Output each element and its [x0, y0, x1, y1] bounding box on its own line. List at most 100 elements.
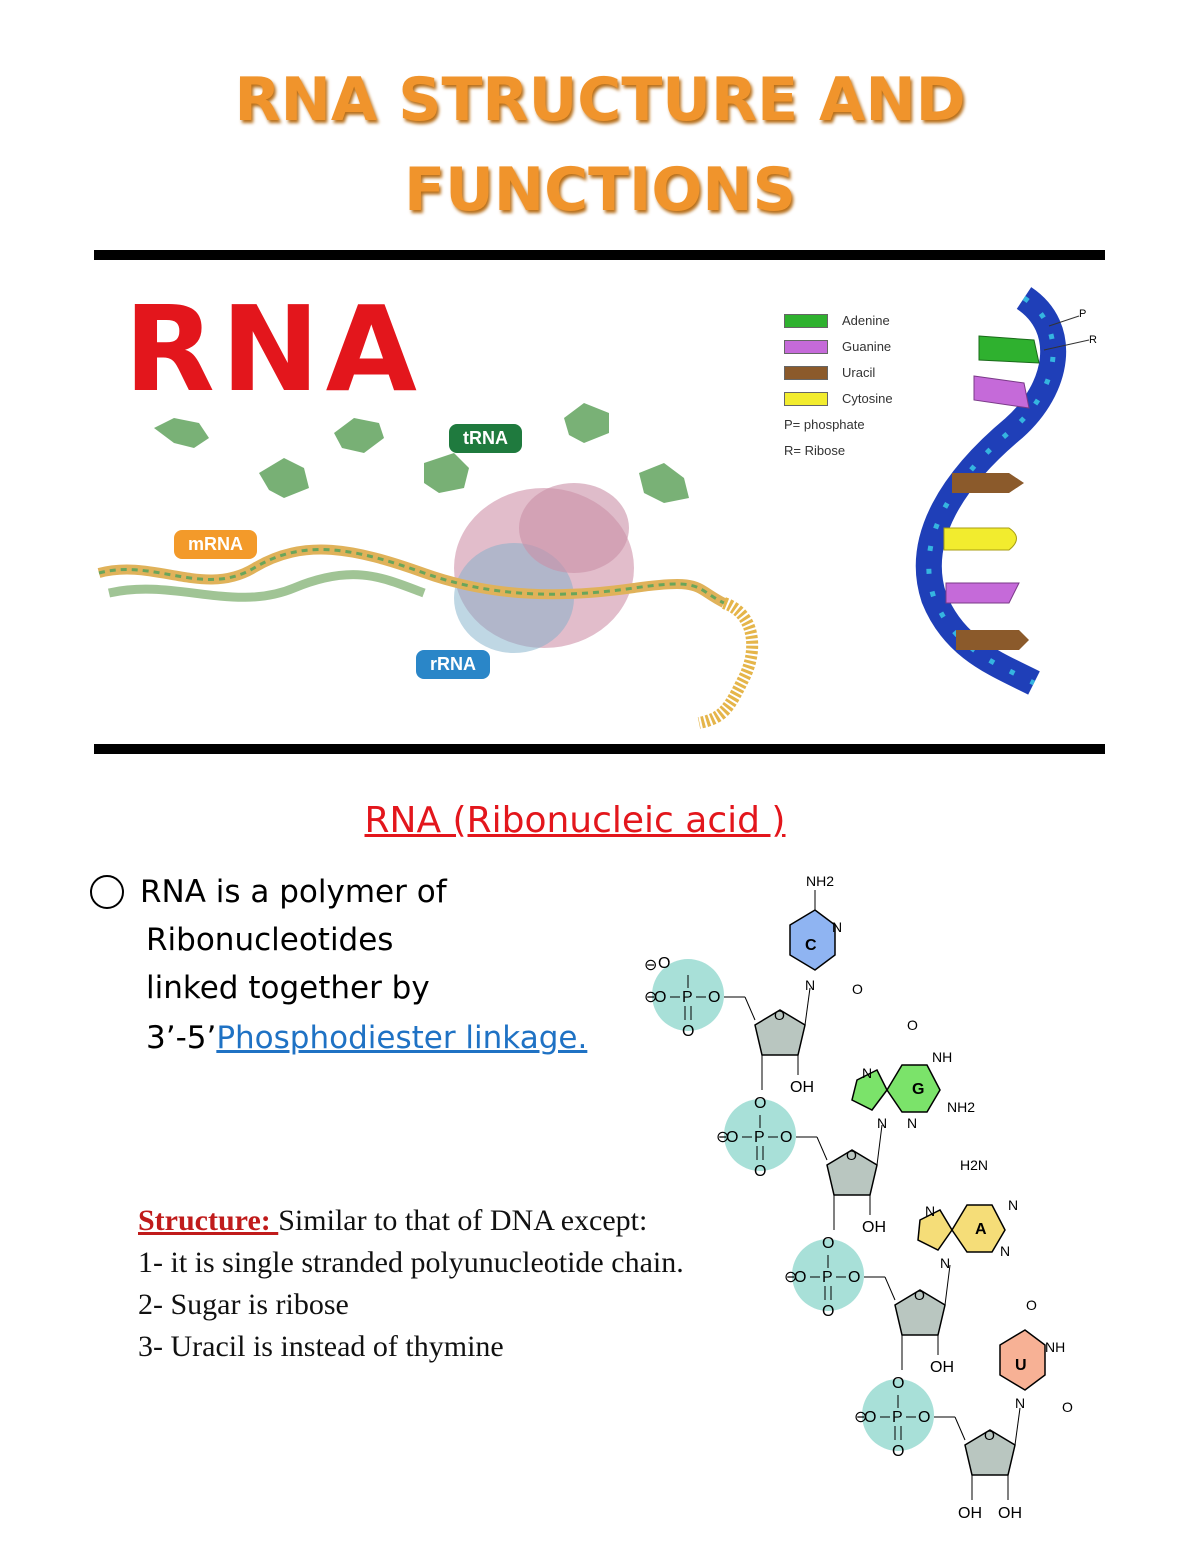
svg-text:O: O — [907, 1017, 918, 1033]
svg-text:O: O — [654, 989, 666, 1006]
svg-text:OH: OH — [790, 1079, 814, 1096]
ribose-ring-icon — [964, 1429, 1016, 1476]
svg-text:⊖: ⊖ — [644, 989, 657, 1006]
page-title-line-1: RNA STRUCTURE AND — [234, 65, 966, 135]
svg-text:P: P — [892, 1409, 903, 1426]
hero-artwork — [97, 287, 1090, 729]
legend-item: Uracil — [784, 360, 893, 386]
legend-label: Guanine — [842, 339, 892, 354]
mrna-pill: mRNA — [174, 530, 258, 559]
svg-text:C: C — [805, 937, 817, 954]
svg-text:O: O — [708, 989, 720, 1006]
svg-text:NH2: NH2 — [806, 873, 834, 889]
rna-hero-illustration: RNA tRNA mRNA rRNA — [94, 268, 1105, 743]
svg-text:O: O — [852, 981, 863, 997]
svg-text:N: N — [1000, 1243, 1010, 1259]
svg-text:O: O — [774, 1007, 785, 1023]
svg-text:N: N — [877, 1115, 887, 1131]
svg-text:O: O — [892, 1443, 904, 1460]
legend-note-phosphate: P= phosphate — [784, 417, 865, 432]
guanine-swatch — [784, 340, 828, 354]
phosphate-circle-icon — [724, 1099, 796, 1171]
nucleotide-unit: O ⊖ O P O O O OH A H2N N N N N — [784, 1157, 1018, 1376]
svg-text:⊖: ⊖ — [716, 1129, 729, 1146]
svg-text:N: N — [1015, 1395, 1025, 1411]
structure-intro-line: Structure: Similar to that of DNA except… — [138, 1200, 684, 1242]
definition-line-3: linked together by — [146, 970, 430, 1006]
legend-item: Cytosine — [784, 386, 893, 412]
svg-text:O: O — [892, 1375, 904, 1392]
legend-label: Cytosine — [842, 391, 893, 406]
structure-point-1: 1- it is single stranded polyunucleotide… — [138, 1246, 684, 1279]
svg-text:OH: OH — [862, 1219, 886, 1236]
trna-pill: tRNA — [449, 424, 522, 453]
definition-line-1: RNA is a polymer of — [140, 874, 447, 910]
svg-text:OH: OH — [958, 1505, 982, 1522]
helix-label-r: R — [1089, 334, 1097, 346]
svg-text:O: O — [754, 1163, 766, 1180]
svg-text:O: O — [848, 1269, 860, 1286]
adenine-ring-icon — [917, 1209, 953, 1251]
hero-rna-label: RNA — [124, 280, 423, 418]
svg-text:P: P — [754, 1129, 765, 1146]
svg-text:U: U — [1015, 1357, 1027, 1374]
definition-line-2: Ribonucleotides — [146, 922, 394, 958]
linkage-prefix: 3’-5’ — [146, 1020, 217, 1056]
svg-text:O: O — [914, 1287, 925, 1303]
svg-text:N: N — [832, 919, 842, 935]
svg-text:O: O — [1026, 1297, 1037, 1313]
svg-text:O: O — [1062, 1399, 1073, 1415]
top-divider — [94, 250, 1105, 260]
svg-text:N: N — [805, 977, 815, 993]
trna-molecules-icon — [154, 403, 689, 503]
cytosine-swatch — [784, 392, 828, 406]
legend-note-ribose: R= Ribose — [784, 443, 846, 458]
svg-text:O: O — [822, 1303, 834, 1320]
svg-text:O: O — [726, 1129, 738, 1146]
uracil-ring-icon — [999, 1329, 1046, 1391]
guanine-ring-icon — [851, 1068, 888, 1111]
svg-text:O: O — [846, 1147, 857, 1163]
rrna-pill: rRNA — [416, 650, 491, 679]
svg-text:N: N — [862, 1065, 872, 1081]
svg-text:O: O — [984, 1427, 995, 1443]
svg-text:N: N — [1008, 1197, 1018, 1213]
page-title-line-2: FUNCTIONS — [404, 155, 796, 225]
nucleotide-unit: ⊖ O ⊖ O P O O O OH C N N O NH2 — [644, 873, 863, 1096]
legend-label: Uracil — [842, 365, 876, 380]
phosphate-circle-icon — [862, 1379, 934, 1451]
rna-chain-diagram: ⊖ O ⊖ O P O O O OH C N N O NH2 O ⊖ O P O… — [644, 873, 1073, 1522]
legend-item: Adenine — [784, 308, 893, 334]
ribose-ring-icon — [826, 1149, 878, 1196]
svg-text:OH: OH — [998, 1505, 1022, 1522]
svg-text:OH: OH — [930, 1359, 954, 1376]
section-heading: RNA (Ribonucleic acid ) — [364, 800, 786, 841]
phosphodiester-link[interactable]: Phosphodiester linkage. — [216, 1020, 588, 1056]
helix-label-p: P — [1079, 308, 1087, 320]
adenine-swatch — [784, 314, 828, 328]
svg-text:O: O — [682, 1023, 694, 1040]
phosphate-circle-icon — [652, 959, 724, 1031]
svg-text:O: O — [780, 1129, 792, 1146]
bottom-divider — [94, 744, 1105, 754]
structure-block: Structure: Similar to that of DNA except… — [138, 1200, 684, 1368]
legend-label: Adenine — [842, 313, 890, 328]
svg-text:O: O — [754, 1095, 766, 1112]
bullet-circle-icon — [90, 875, 124, 909]
base-legend: Adenine Guanine Uracil Cytosine P= phosp… — [784, 308, 893, 464]
svg-text:O: O — [918, 1409, 930, 1426]
polypeptide-chain-icon — [697, 597, 759, 729]
structure-point-3: 3- Uracil is instead of thymine — [138, 1330, 504, 1363]
svg-text:O: O — [864, 1409, 876, 1426]
structure-point-2: 2- Sugar is ribose — [138, 1288, 349, 1321]
nucleotide-unit: O ⊖ O P O O O OH G NH O NH2 N N N — [716, 1017, 975, 1236]
nucleotide-unit: O ⊖ O P O O O OH OH U O NH N O — [854, 1297, 1073, 1522]
svg-text:O: O — [794, 1269, 806, 1286]
ribose-ring-icon — [754, 1009, 806, 1056]
svg-text:N: N — [907, 1115, 917, 1131]
svg-text:NH: NH — [932, 1049, 952, 1065]
definition-line-4: 3’-5’Phosphodiester linkage. — [146, 1018, 587, 1058]
ribose-ring-icon — [894, 1289, 946, 1336]
legend-item: Guanine — [784, 334, 893, 360]
svg-text:O: O — [822, 1235, 834, 1252]
